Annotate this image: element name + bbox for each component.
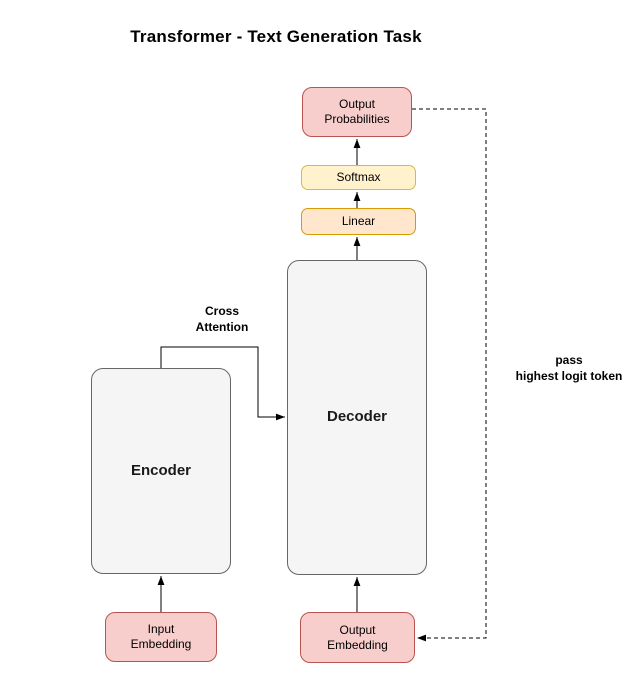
node-output-probabilities-label: Output Probabilities xyxy=(324,97,390,126)
node-encoder: Encoder xyxy=(91,368,231,574)
node-output-probabilities: Output Probabilities xyxy=(302,87,412,137)
node-linear-label: Linear xyxy=(341,214,376,228)
node-linear: Linear xyxy=(301,208,416,235)
node-output-embedding: Output Embedding xyxy=(300,612,415,663)
node-softmax: Softmax xyxy=(301,165,416,190)
arrow-cross-attention-encoder-to-decoder xyxy=(160,346,285,421)
edge-label-cross-attention: Cross Attention xyxy=(195,304,249,334)
node-decoder-label: Decoder xyxy=(326,408,388,426)
node-encoder-label: Encoder xyxy=(130,461,191,479)
node-input-embedding: Input Embedding xyxy=(105,612,217,662)
edge-label-pass-highest-logit-token: pass highest logit token xyxy=(515,353,623,383)
diagram-title: Transformer - Text Generation Task xyxy=(130,27,422,46)
node-decoder: Decoder xyxy=(287,260,427,575)
node-softmax-label: Softmax xyxy=(336,170,381,184)
node-output-embedding-label: Output Embedding xyxy=(327,622,388,652)
arrow-dashed-pass-token-loop xyxy=(412,108,487,642)
node-input-embedding-label: Input Embedding xyxy=(130,622,192,651)
